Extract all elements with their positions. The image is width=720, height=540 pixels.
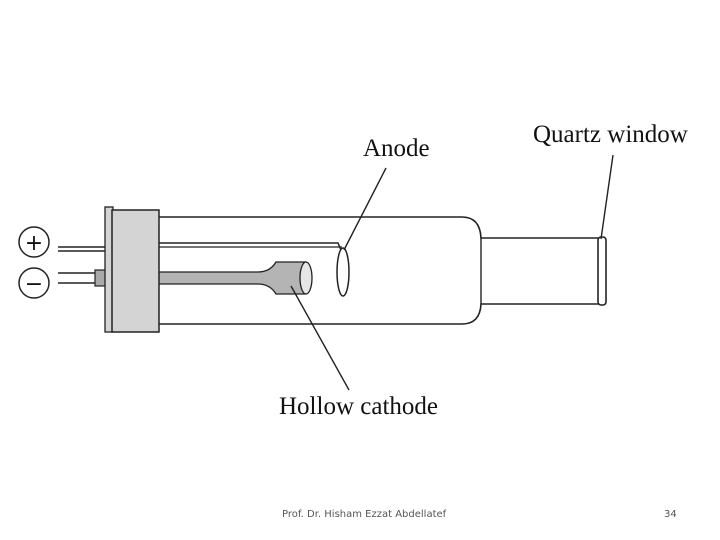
anode-label: Anode [363, 135, 430, 162]
negative-terminal-icon [18, 267, 50, 299]
hollow-cathode [157, 261, 307, 295]
negative-terminal-symbol: − [25, 272, 43, 297]
quartz-window [597, 236, 607, 306]
base-socket [111, 209, 160, 333]
cathode-leader-line [290, 285, 350, 391]
hollow-cathode-label: Hollow cathode [279, 393, 438, 420]
positive-terminal-icon [18, 226, 50, 258]
quartz-window-leader-line [600, 154, 614, 240]
anode-leader-line [343, 167, 387, 251]
hollow-cathode-opening [299, 261, 313, 295]
positive-terminal-symbol: + [25, 231, 43, 256]
anode-wire [58, 242, 347, 263]
page-number: 34 [664, 509, 677, 520]
glass-envelope [157, 216, 601, 325]
anode-ring [336, 247, 350, 297]
footer-author: Prof. Dr. Hisham Ezzat Abdellatef [282, 509, 447, 520]
quartz-window-label: Quartz window [533, 121, 688, 148]
